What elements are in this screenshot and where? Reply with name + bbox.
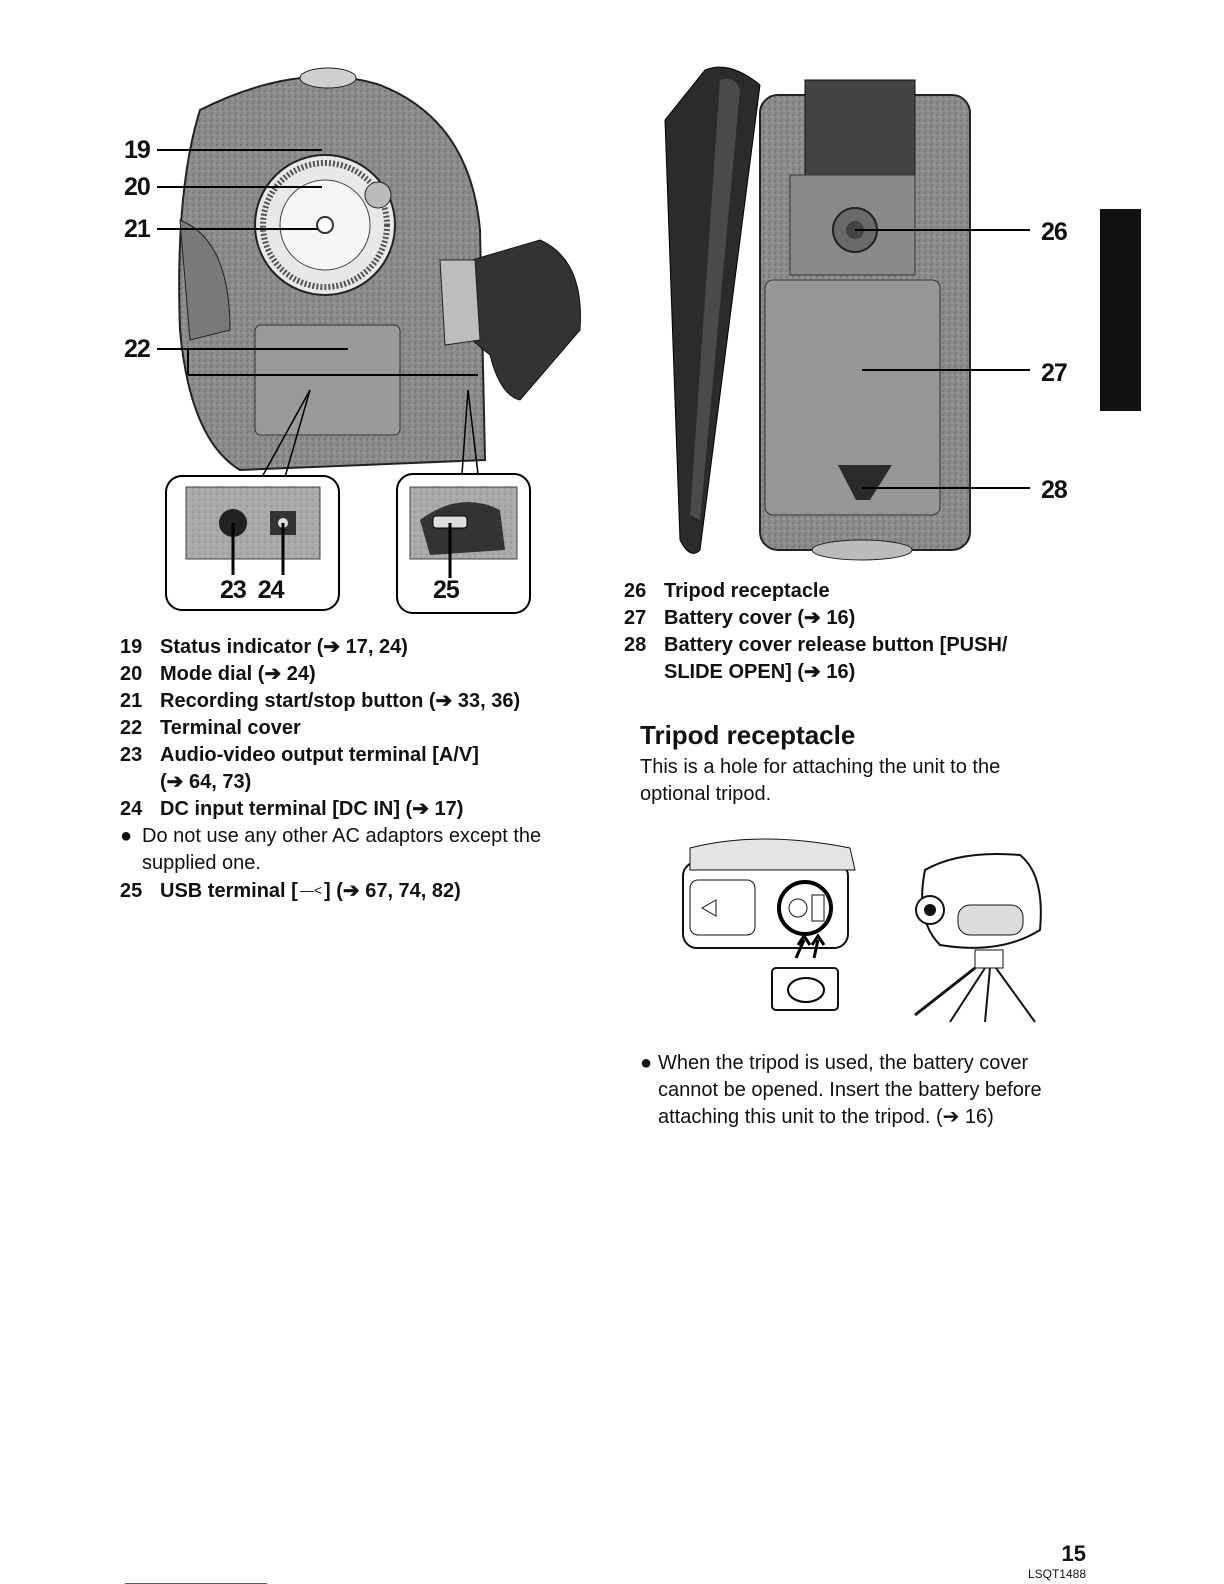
tripod-note: ●When the tripod is used, the battery co… — [640, 1050, 1080, 1077]
inset-label-23-24: 23 24 — [220, 576, 285, 604]
usb-icon: —< — [299, 882, 322, 898]
inset-label-25: 25 — [433, 576, 460, 604]
page-number: 15 — [1061, 1541, 1086, 1566]
tripod-note-continuation: cannot be opened. Insert the battery bef… — [658, 1079, 1042, 1101]
list-item-continuation: (➔ 64, 73) — [160, 771, 252, 793]
section-text-line: This is a hole for attaching the unit to… — [640, 756, 1001, 778]
bullet-icon: ● — [640, 1052, 653, 1074]
callout-22: 22 — [124, 335, 151, 363]
callout-19: 19 — [124, 136, 151, 164]
document-code: LSQT1488 — [1027, 1567, 1086, 1581]
section-text-line: optional tripod. — [640, 783, 772, 805]
note-bullet-continuation: supplied one. — [142, 852, 261, 874]
list-item-continuation: SLIDE OPEN] (➔ 16) — [664, 661, 856, 683]
section-title: Tripod receptacle — [640, 720, 856, 750]
callout-28: 28 — [1041, 476, 1068, 504]
callout-27: 27 — [1041, 359, 1068, 387]
section-tab-marker — [1100, 209, 1141, 411]
callout-21: 21 — [124, 215, 151, 243]
callout-26: 26 — [1041, 218, 1068, 246]
callout-20: 20 — [124, 173, 151, 201]
note-bullet: ●Do not use any other AC adaptors except… — [120, 823, 590, 850]
bullet-icon: ● — [120, 825, 133, 847]
tripod-note-continuation: attaching this unit to the tripod. (➔ 16… — [658, 1106, 994, 1128]
